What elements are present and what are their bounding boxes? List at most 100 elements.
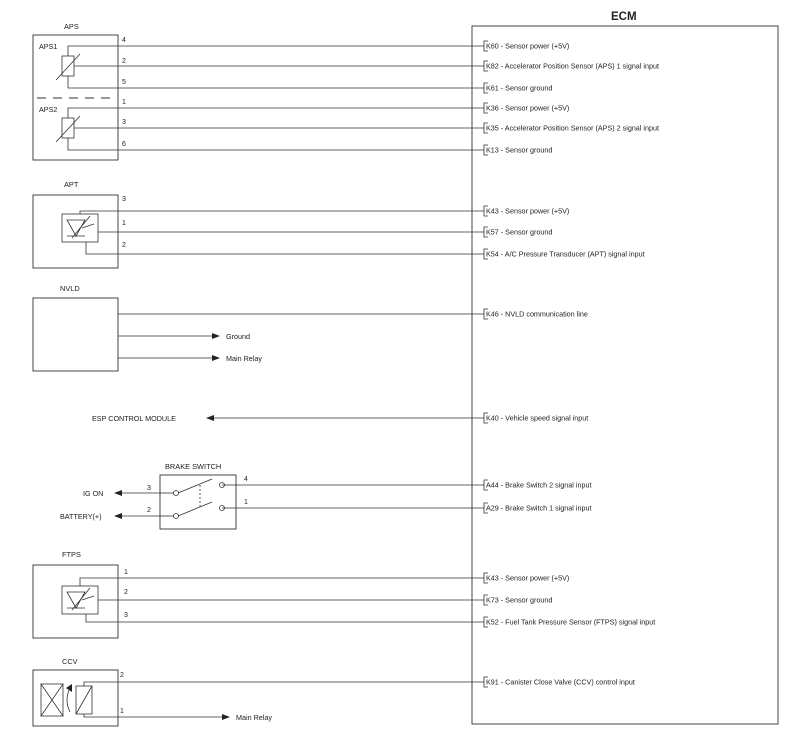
ccv-main-relay-arrow-icon bbox=[222, 714, 230, 720]
connector-bracket-icon bbox=[483, 616, 488, 628]
ccv-box bbox=[32, 669, 119, 727]
connector-bracket-icon bbox=[483, 122, 488, 134]
connector-bracket-icon bbox=[483, 479, 488, 491]
connector-bracket-icon bbox=[483, 60, 488, 72]
ecm-terminal-label: K91 - Canister Close Valve (CCV) control… bbox=[486, 678, 635, 687]
aps2-potentiometer-icon bbox=[55, 107, 118, 151]
ccv-valve-icon bbox=[40, 681, 118, 718]
nvld-main-relay-arrow-icon bbox=[212, 355, 220, 361]
ecm-terminal-label: K35 - Accelerator Position Sensor (APS) … bbox=[486, 124, 659, 133]
ccv-pin-2: 2 bbox=[120, 672, 124, 679]
nvld-title: NVLD bbox=[60, 284, 80, 293]
ecm-terminal-label: K54 - A/C Pressure Transducer (APT) sign… bbox=[486, 250, 645, 259]
ftps-pin-3: 3 bbox=[124, 612, 128, 619]
ftps-box bbox=[32, 564, 119, 639]
brake-switch-contacts-icon bbox=[160, 478, 236, 519]
ecm-terminal-label: A44 - Brake Switch 2 signal input bbox=[486, 481, 591, 490]
ftps-pin-1: 1 bbox=[124, 569, 128, 576]
connector-bracket-icon bbox=[483, 40, 488, 52]
ecm-terminal-k35: K35 - Accelerator Position Sensor (APS) … bbox=[483, 122, 659, 134]
connector-bracket-icon bbox=[483, 82, 488, 94]
ccv-main-relay-label: Main Relay bbox=[236, 713, 272, 722]
ecm-terminal-label: A29 - Brake Switch 1 signal input bbox=[486, 504, 591, 513]
connector-bracket-icon bbox=[483, 502, 488, 514]
ecm-terminal-label: K60 - Sensor power (+5V) bbox=[486, 42, 569, 51]
aps-box bbox=[32, 34, 119, 161]
apt-pin-3: 3 bbox=[122, 196, 126, 203]
brake-pin-4: 4 bbox=[244, 476, 248, 483]
connector-bracket-icon bbox=[483, 205, 488, 217]
connector-bracket-icon bbox=[483, 248, 488, 260]
ecm-terminal-k61: K61 - Sensor ground bbox=[483, 82, 552, 94]
connector-bracket-icon bbox=[483, 226, 488, 238]
esp-label: ESP CONTROL MODULE bbox=[92, 414, 176, 423]
ecm-terminal-label: K61 - Sensor ground bbox=[486, 84, 552, 93]
ecm-terminal-k91: K91 - Canister Close Valve (CCV) control… bbox=[483, 676, 635, 688]
ecm-terminal-label: K82 - Accelerator Position Sensor (APS) … bbox=[486, 62, 659, 71]
ecm-terminal-label: K73 - Sensor ground bbox=[486, 596, 552, 605]
connector-bracket-icon bbox=[483, 144, 488, 156]
ecm-terminal-label: K13 - Sensor ground bbox=[486, 146, 552, 155]
apt-pressure-sensor-icon bbox=[61, 210, 118, 255]
apt-title: APT bbox=[64, 180, 79, 189]
ftps-title: FTPS bbox=[62, 550, 81, 559]
aps-pin-1: 1 bbox=[122, 99, 126, 106]
aps-pin-6: 6 bbox=[122, 141, 126, 148]
connector-bracket-icon bbox=[483, 594, 488, 606]
nvld-main-relay-label: Main Relay bbox=[226, 354, 262, 363]
aps-pin-3: 3 bbox=[122, 119, 126, 126]
ftps-pressure-sensor-icon bbox=[61, 577, 118, 623]
apt-box bbox=[32, 194, 119, 269]
aps2-label: APS2 bbox=[39, 105, 57, 114]
ecm-terminal-label: K43 - Sensor power (+5V) bbox=[486, 574, 569, 583]
connector-bracket-icon bbox=[483, 572, 488, 584]
aps-pin-4: 4 bbox=[122, 37, 126, 44]
ccv-title: CCV bbox=[62, 657, 78, 666]
ecm-terminal-label: K52 - Fuel Tank Pressure Sensor (FTPS) s… bbox=[486, 618, 655, 627]
ecm-title: ECM bbox=[611, 11, 637, 23]
ig-on-label: IG ON bbox=[83, 489, 103, 498]
ecm-terminal-a29: A29 - Brake Switch 1 signal input bbox=[483, 502, 591, 514]
ecm-terminal-list: K60 - Sensor power (+5V) K82 - Accelerato… bbox=[483, 40, 659, 688]
ecm-terminal-k46: K46 - NVLD communication line bbox=[483, 308, 588, 320]
esp-arrow-icon bbox=[206, 415, 214, 421]
apt-pin-1: 1 bbox=[122, 220, 126, 227]
ftps-pin-2: 2 bbox=[124, 589, 128, 596]
brake-pin-1: 1 bbox=[244, 499, 248, 506]
ecm-terminal-k13: K13 - Sensor ground bbox=[483, 144, 552, 156]
ecm-terminal-a44: A44 - Brake Switch 2 signal input bbox=[483, 479, 591, 491]
ecm-terminal-k40: K40 - Vehicle speed signal input bbox=[483, 412, 588, 424]
ig-on-arrow-icon bbox=[114, 490, 122, 496]
ecm-terminal-k60: K60 - Sensor power (+5V) bbox=[483, 40, 569, 52]
ecm-terminal-label: K36 - Sensor power (+5V) bbox=[486, 104, 569, 113]
connector-bracket-icon bbox=[483, 676, 488, 688]
nvld-ground-label: Ground bbox=[226, 332, 250, 341]
ecm-terminal-k57: K57 - Sensor ground bbox=[483, 226, 552, 238]
ecm-terminal-k54: K54 - A/C Pressure Transducer (APT) sign… bbox=[483, 248, 645, 260]
nvld-ground-arrow-icon bbox=[212, 333, 220, 339]
aps-title: APS bbox=[64, 22, 79, 31]
connector-bracket-icon bbox=[483, 308, 488, 320]
ecm-terminal-k36: K36 - Sensor power (+5V) bbox=[483, 102, 569, 114]
apt-pin-2: 2 bbox=[122, 242, 126, 249]
ecm-terminal-label: K40 - Vehicle speed signal input bbox=[486, 414, 588, 423]
aps1-potentiometer-icon bbox=[55, 45, 118, 89]
connector-bracket-icon bbox=[483, 412, 488, 424]
ecm-terminal-k52: K52 - Fuel Tank Pressure Sensor (FTPS) s… bbox=[483, 616, 655, 628]
ecm-terminal-k82: K82 - Accelerator Position Sensor (APS) … bbox=[483, 60, 659, 72]
ecm-terminal-k43: K43 - Sensor power (+5V) bbox=[483, 572, 569, 584]
brake-pin-3: 3 bbox=[147, 485, 151, 492]
ccv-pin-1: 1 bbox=[120, 708, 124, 715]
battery-label: BATTERY(+) bbox=[60, 512, 101, 521]
aps-pin-5: 5 bbox=[122, 79, 126, 86]
battery-arrow-icon bbox=[114, 513, 122, 519]
ecm-terminal-k73: K73 - Sensor ground bbox=[483, 594, 552, 606]
ecm-box bbox=[471, 25, 779, 725]
brake-pin-2: 2 bbox=[147, 507, 151, 514]
nvld-box bbox=[32, 297, 119, 372]
ecm-terminal-label: K43 - Sensor power (+5V) bbox=[486, 207, 569, 216]
brake-title: BRAKE SWITCH bbox=[165, 462, 221, 471]
aps1-label: APS1 bbox=[39, 42, 57, 51]
connector-bracket-icon bbox=[483, 102, 488, 114]
